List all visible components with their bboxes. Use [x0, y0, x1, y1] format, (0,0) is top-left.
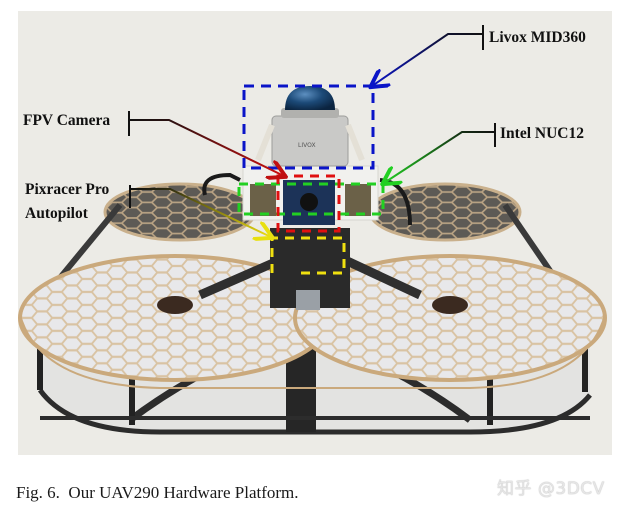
livox-device-text: LIVOX: [298, 142, 316, 149]
nuc-highlight-box: [237, 182, 385, 216]
label-livox-mid360: Livox MID360: [489, 29, 586, 46]
livox-highlight-box: [242, 84, 375, 170]
pixracer-highlight-box: [270, 236, 346, 275]
drone-illustration: LIVOX: [18, 25, 607, 435]
figure-caption: Fig. 6. Our UAV290 Hardware Platform.: [16, 483, 299, 502]
fpv-highlight-box: [276, 174, 341, 233]
leader-lines: [128, 25, 496, 237]
figure-photo: LIVOX: [18, 11, 612, 455]
label-pixracer-line2: Autopilot: [25, 205, 88, 222]
label-pixracer-line1: Pixracer Pro: [25, 181, 110, 198]
front-cages: [18, 254, 607, 389]
label-fpv-camera: FPV Camera: [23, 112, 111, 129]
watermark: 知乎 @3DCV: [497, 479, 605, 499]
label-intel-nuc12: Intel NUC12: [500, 125, 584, 142]
